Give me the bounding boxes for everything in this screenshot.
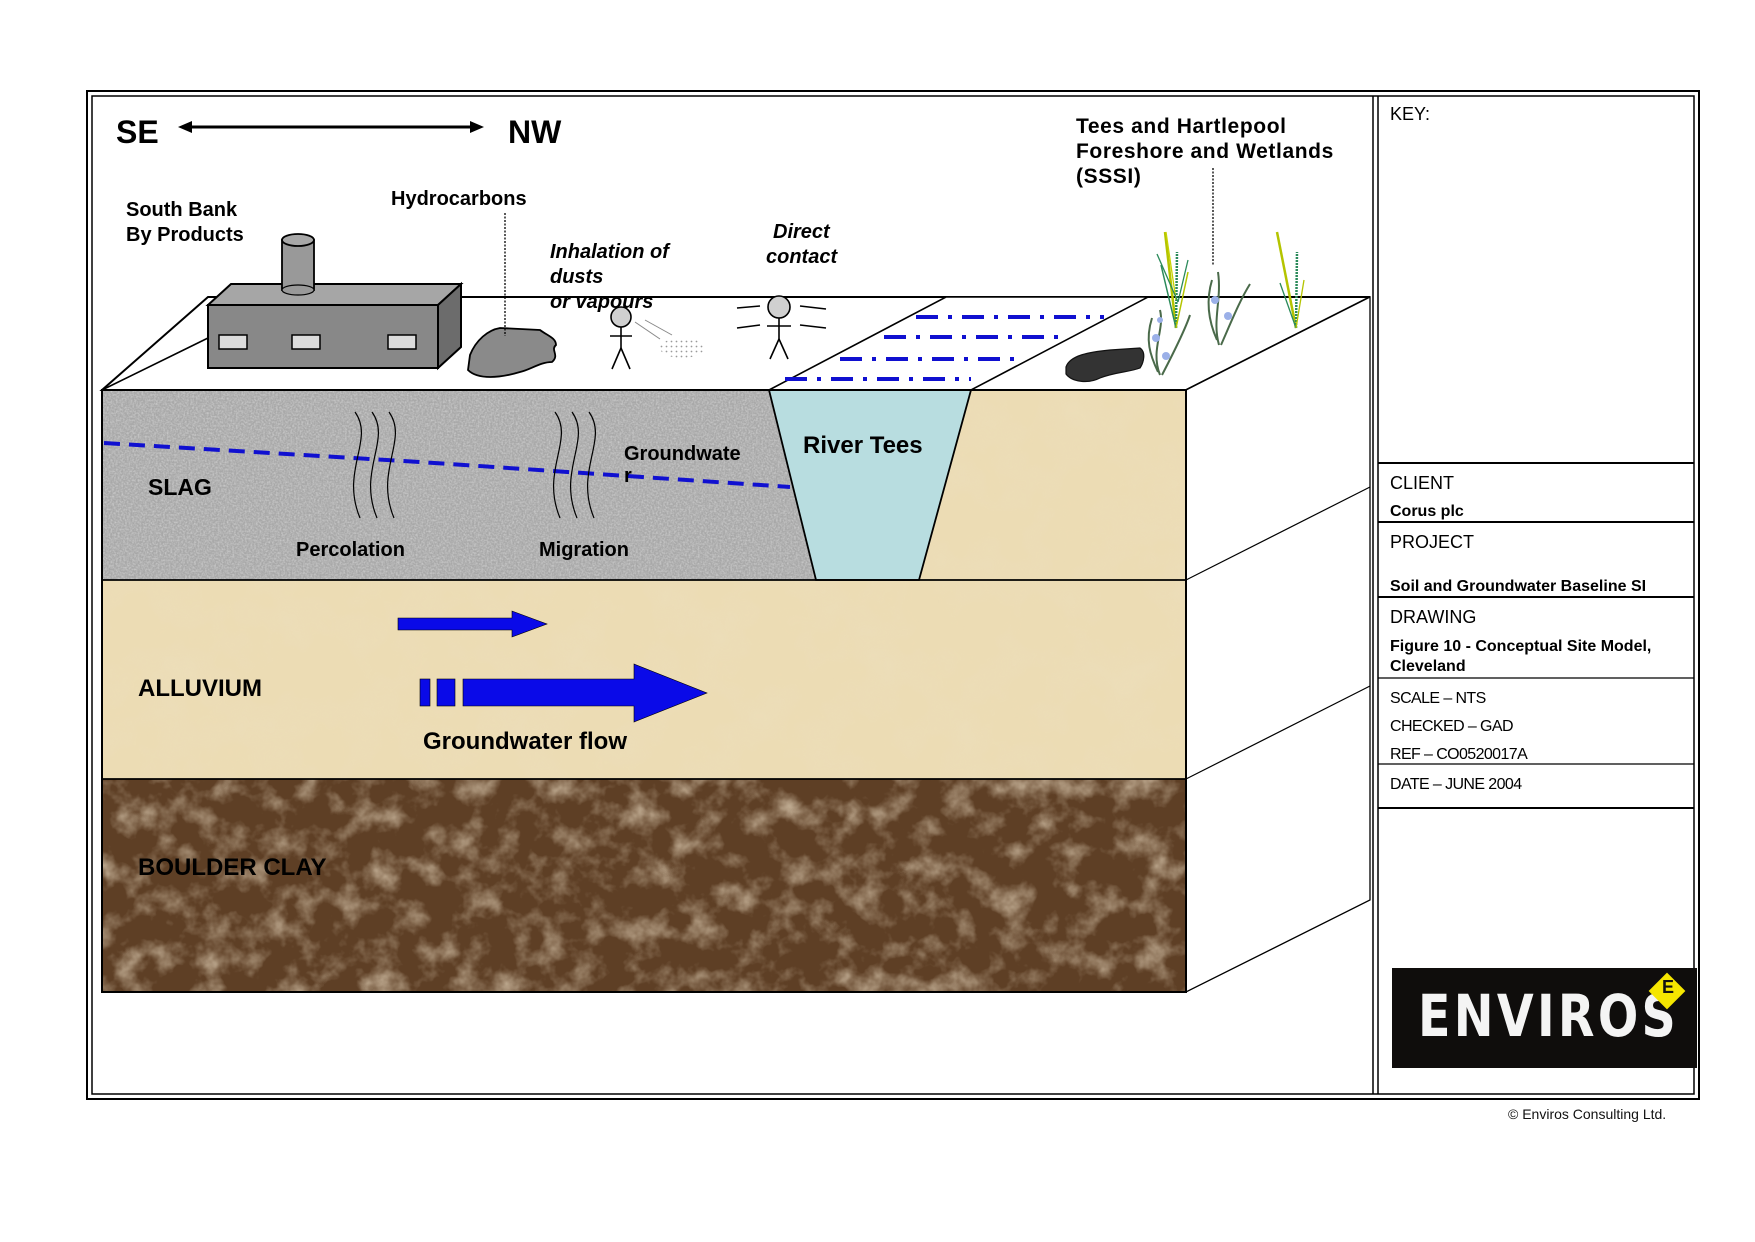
block-side-face: [1185, 295, 1371, 994]
person-inhalation-icon: [610, 306, 632, 370]
label-percolation: Percolation: [296, 539, 405, 561]
label-groundwater-line1: Groundwate: [624, 443, 741, 465]
hydrocarbon-spill-icon: [467, 327, 557, 378]
client-label: CLIENT: [1390, 473, 1455, 493]
flow-arrow-large-icon: [419, 663, 708, 723]
label-layer-boulder-clay: BOULDER CLAY: [138, 854, 326, 881]
flow-arrow-small-icon: [397, 610, 548, 638]
orientation-arrow-icon: [178, 121, 484, 133]
wetland-plant-icon: [1156, 231, 1189, 303]
checked-text: CHECKED – GAD: [1390, 718, 1514, 735]
label-sssi-line3: (SSSI): [1076, 165, 1141, 188]
enviros-logo: ENVIROS E: [1392, 968, 1697, 1068]
copyright-notice: © Enviros Consulting Ltd.: [1508, 1106, 1667, 1122]
label-inhalation-line2: dusts: [550, 266, 603, 288]
logo-wordmark: ENVIROS: [1418, 982, 1680, 1050]
inner-frame: [91, 95, 1695, 1095]
wetland-plant-icon: [1160, 231, 1189, 329]
key-label: KEY:: [1390, 104, 1431, 124]
label-direct-contact-line1: Direct: [773, 221, 831, 243]
label-source-site-line1: South Bank: [126, 199, 238, 221]
river-water-lines: [785, 315, 1104, 381]
drawing-value-line2: Cleveland: [1390, 658, 1466, 675]
dust-vapour-icon: [634, 319, 704, 358]
wetland-flower-icon: [1207, 271, 1251, 346]
label-sssi-line1: Tees and Hartlepool: [1076, 115, 1287, 138]
migration-lines-icon: [552, 411, 597, 519]
orientation-se: SE: [116, 114, 159, 150]
label-inhalation-line3: or vapours: [550, 291, 653, 313]
percolation-lines-icon: [352, 411, 397, 519]
factory-icon: [101, 233, 464, 391]
person-direct-contact-icon: [736, 295, 827, 360]
outer-frame: [86, 90, 1700, 1100]
label-sssi-line2: Foreshore and Wetlands: [1076, 140, 1334, 163]
scale-text: SCALE – NTS: [1390, 690, 1486, 707]
wetland-plant-icon: [1275, 231, 1305, 329]
label-layer-slag: SLAG: [148, 474, 212, 500]
label-source-site-line2: By Products: [126, 224, 244, 246]
logo-badge-letter: E: [1661, 977, 1674, 997]
label-inhalation-line1: Inhalation of: [550, 241, 671, 263]
project-label: PROJECT: [1390, 532, 1475, 552]
label-river: River Tees: [803, 432, 923, 459]
water-table-line: [103, 441, 791, 489]
contaminant-deposit-icon: [1065, 347, 1145, 383]
label-hydrocarbons: Hydrocarbons: [391, 188, 527, 210]
orientation-nw: NW: [508, 114, 562, 150]
label-layer-alluvium: ALLUVIUM: [138, 675, 262, 702]
label-migration: Migration: [539, 539, 629, 561]
label-groundwater-line2: r: [624, 465, 632, 487]
drawing-value-line1: Figure 10 - Conceptual Site Model,: [1390, 638, 1652, 655]
drawing-label: DRAWING: [1390, 607, 1477, 627]
client-value: Corus plc: [1390, 503, 1464, 520]
date-text: DATE – JUNE 2004: [1390, 776, 1522, 793]
wetland-flower-icon: [1147, 309, 1191, 376]
block-front-face: [101, 389, 1187, 993]
project-value: Soil and Groundwater Baseline SI: [1390, 578, 1647, 595]
label-groundwater-flow: Groundwater flow: [423, 728, 627, 755]
ref-text: REF – CO0520017A: [1390, 746, 1528, 763]
label-direct-contact-line2: contact: [766, 246, 838, 268]
